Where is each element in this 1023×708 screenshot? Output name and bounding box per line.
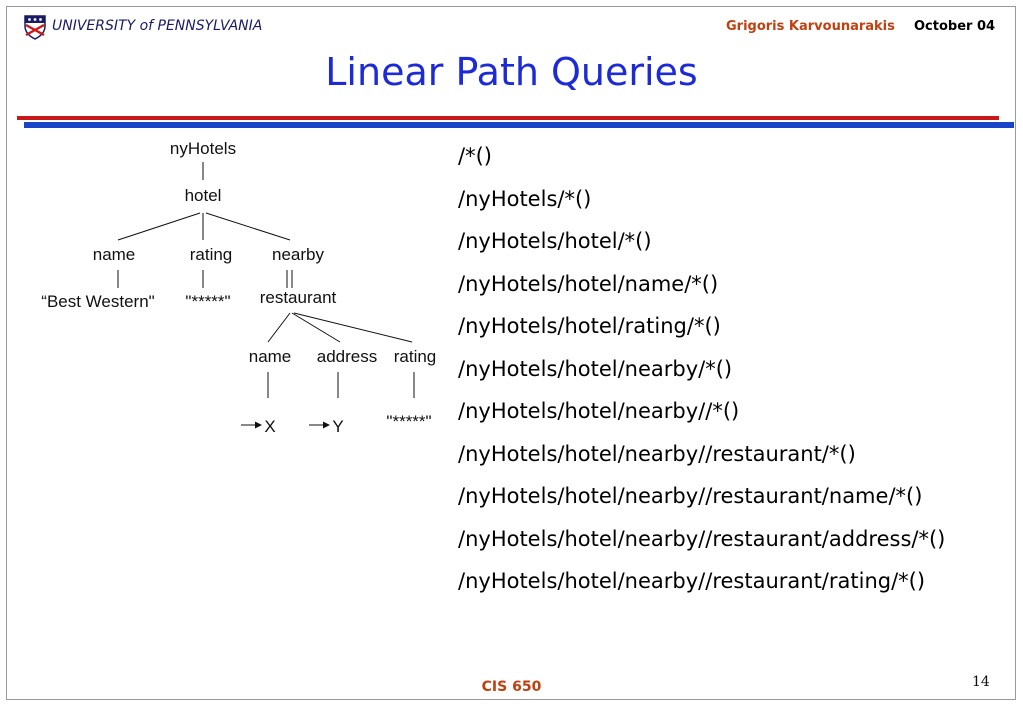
query-item: /nyHotels/hotel/nearby//restaurant/*()	[458, 441, 856, 466]
query-item: /nyHotels/hotel/nearby/*()	[458, 356, 733, 381]
query-item: /nyHotels/hotel/nearby//restaurant/addre…	[458, 526, 946, 551]
tree-node-name: name	[93, 245, 136, 264]
tree-node-rating: rating	[190, 245, 233, 264]
tree-node-hotel: hotel	[185, 186, 222, 205]
query-item: /nyHotels/hotel/nearby//restaurant/name/…	[458, 484, 923, 508]
tree-node-restaurant: restaurant	[260, 288, 337, 307]
edge-hotel-name	[117, 212, 201, 241]
edge-restaurant-rating	[293, 312, 413, 343]
tree-value-restaurant-address: Y	[332, 417, 343, 436]
edge-restaurant-name	[267, 312, 291, 343]
query-item: /nyHotels/hotel/name/*()	[458, 271, 719, 296]
tree-node-restaurant-rating: rating	[394, 347, 437, 366]
page-number: 14	[972, 674, 990, 690]
tree-node-restaurant-name: name	[249, 347, 292, 366]
slide-title: Linear Path Queries	[325, 50, 698, 94]
tree-node-restaurant-address: address	[317, 347, 377, 366]
query-list: /*() /nyHotels/*() /nyHotels/hotel/*() /…	[458, 140, 945, 608]
query-item: /nyHotels/hotel/rating/*()	[458, 314, 721, 338]
tree-value-rating: "*****"	[185, 292, 230, 311]
slide-frame	[6, 6, 1016, 700]
tree-value-name: “Best Western"	[41, 292, 154, 311]
query-item: /*()	[458, 144, 492, 168]
tree-value-restaurant-rating: "*****"	[386, 412, 431, 431]
query-item: /nyHotels/hotel/*()	[458, 229, 652, 253]
tree-node-nearby: nearby	[272, 245, 324, 264]
tree-node-root: nyHotels	[170, 139, 236, 158]
edge-restaurant-address	[291, 312, 341, 343]
university-shield-logo	[24, 15, 46, 40]
university-name: UNIVERSITY of PENNSYLVANIA	[52, 18, 263, 34]
arrow-y-icon	[323, 421, 330, 429]
presentation-date: October 04	[914, 19, 996, 34]
title-divider-blue	[24, 122, 1014, 128]
query-item: /nyHotels/hotel/nearby//*()	[458, 399, 740, 423]
title-divider-red	[17, 116, 999, 120]
query-item: /nyHotels/*()	[458, 186, 592, 211]
author-name: Grigoris Karvounarakis	[726, 19, 895, 34]
edge-hotel-nearby	[205, 212, 291, 241]
tree-value-restaurant-name: X	[264, 417, 275, 436]
course-code: CIS 650	[481, 679, 542, 695]
hotel-tree-diagram: nyHotels hotel name rating nearby “Best …	[41, 139, 437, 436]
query-item: /nyHotels/hotel/nearby//restaurant/ratin…	[458, 569, 926, 593]
arrow-x-icon	[255, 421, 262, 429]
